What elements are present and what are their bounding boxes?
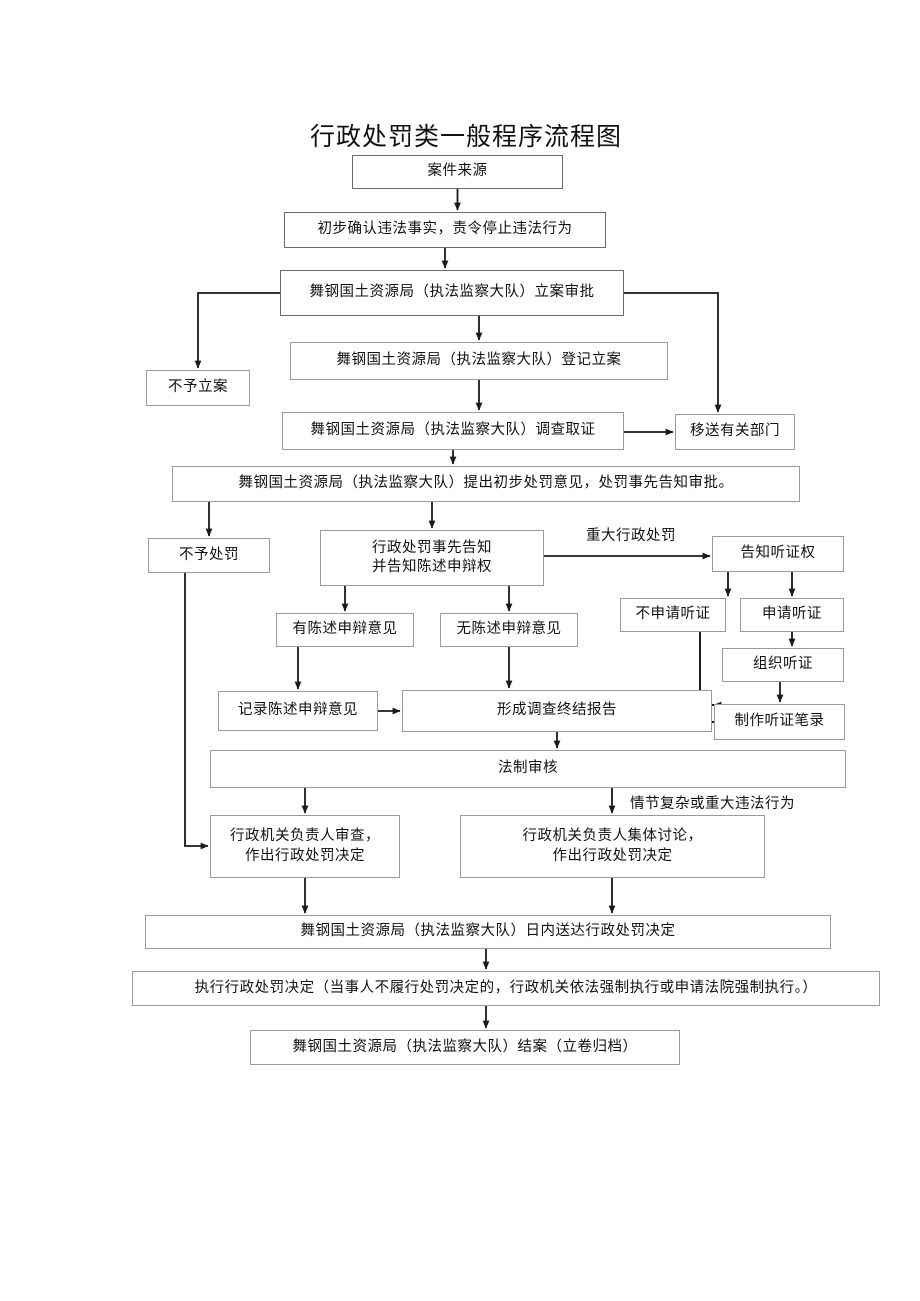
flow-node-n13: 申请听证: [740, 598, 844, 632]
edge-label-el2: 情节复杂或重大违法行为: [630, 796, 795, 812]
flow-node-n19: 制作听证笔录: [714, 704, 845, 740]
flow-node-n11: 告知听证权: [712, 536, 844, 572]
flow-node-n16: 组织听证: [722, 648, 844, 682]
flow-node-n9: 不予处罚: [148, 538, 270, 573]
flow-node-n23: 舞钢国土资源局（执法监察大队）日内送达行政处罚决定: [145, 915, 831, 949]
flow-node-n17: 记录陈述申辩意见: [218, 691, 378, 731]
flow-node-n21: 行政机关负责人审查， 作出行政处罚决定: [210, 815, 400, 878]
flow-node-n22: 行政机关负责人集体讨论， 作出行政处罚决定: [460, 815, 765, 878]
flow-node-n10: 行政处罚事先告知 并告知陈述申辩权: [320, 530, 544, 586]
flow-node-n6: 舞钢国土资源局（执法监察大队）调查取证: [282, 412, 624, 450]
flow-node-n14: 有陈述申辩意见: [276, 613, 414, 647]
edge-n9-n21: [184, 573, 209, 850]
edge-label-el1: 重大行政处罚: [586, 528, 676, 544]
page-title: 行政处罚类一般程序流程图: [310, 124, 623, 151]
flow-node-n18: 形成调查终结报告: [402, 690, 712, 732]
flow-node-n12: 不申请听证: [620, 598, 726, 632]
flow-node-n8: 舞钢国土资源局（执法监察大队）提出初步处罚意见，处罚事先告知审批。: [172, 466, 800, 502]
flow-node-n15: 无陈述申辩意见: [440, 613, 578, 647]
flow-node-n24: 执行行政处罚决定（当事人不履行处罚决定的，行政机关依法强制执行或申请法院强制执行…: [132, 971, 880, 1006]
edge-n3-n4: [194, 292, 280, 369]
flow-node-n20: 法制审核: [210, 750, 846, 788]
flow-node-n5: 舞钢国土资源局（执法监察大队）登记立案: [290, 342, 668, 380]
flow-node-n3: 舞钢国土资源局（执法监察大队）立案审批: [280, 270, 624, 316]
flow-node-n2: 初步确认违法事实，责令停止违法行为: [284, 212, 606, 248]
flow-node-n7: 移送有关部门: [675, 414, 795, 450]
flow-node-n1: 案件来源: [352, 155, 563, 189]
flow-node-n25: 舞钢国土资源局（执法监察大队）结案（立卷归档）: [250, 1030, 680, 1065]
flow-node-n4: 不予立案: [146, 370, 250, 406]
